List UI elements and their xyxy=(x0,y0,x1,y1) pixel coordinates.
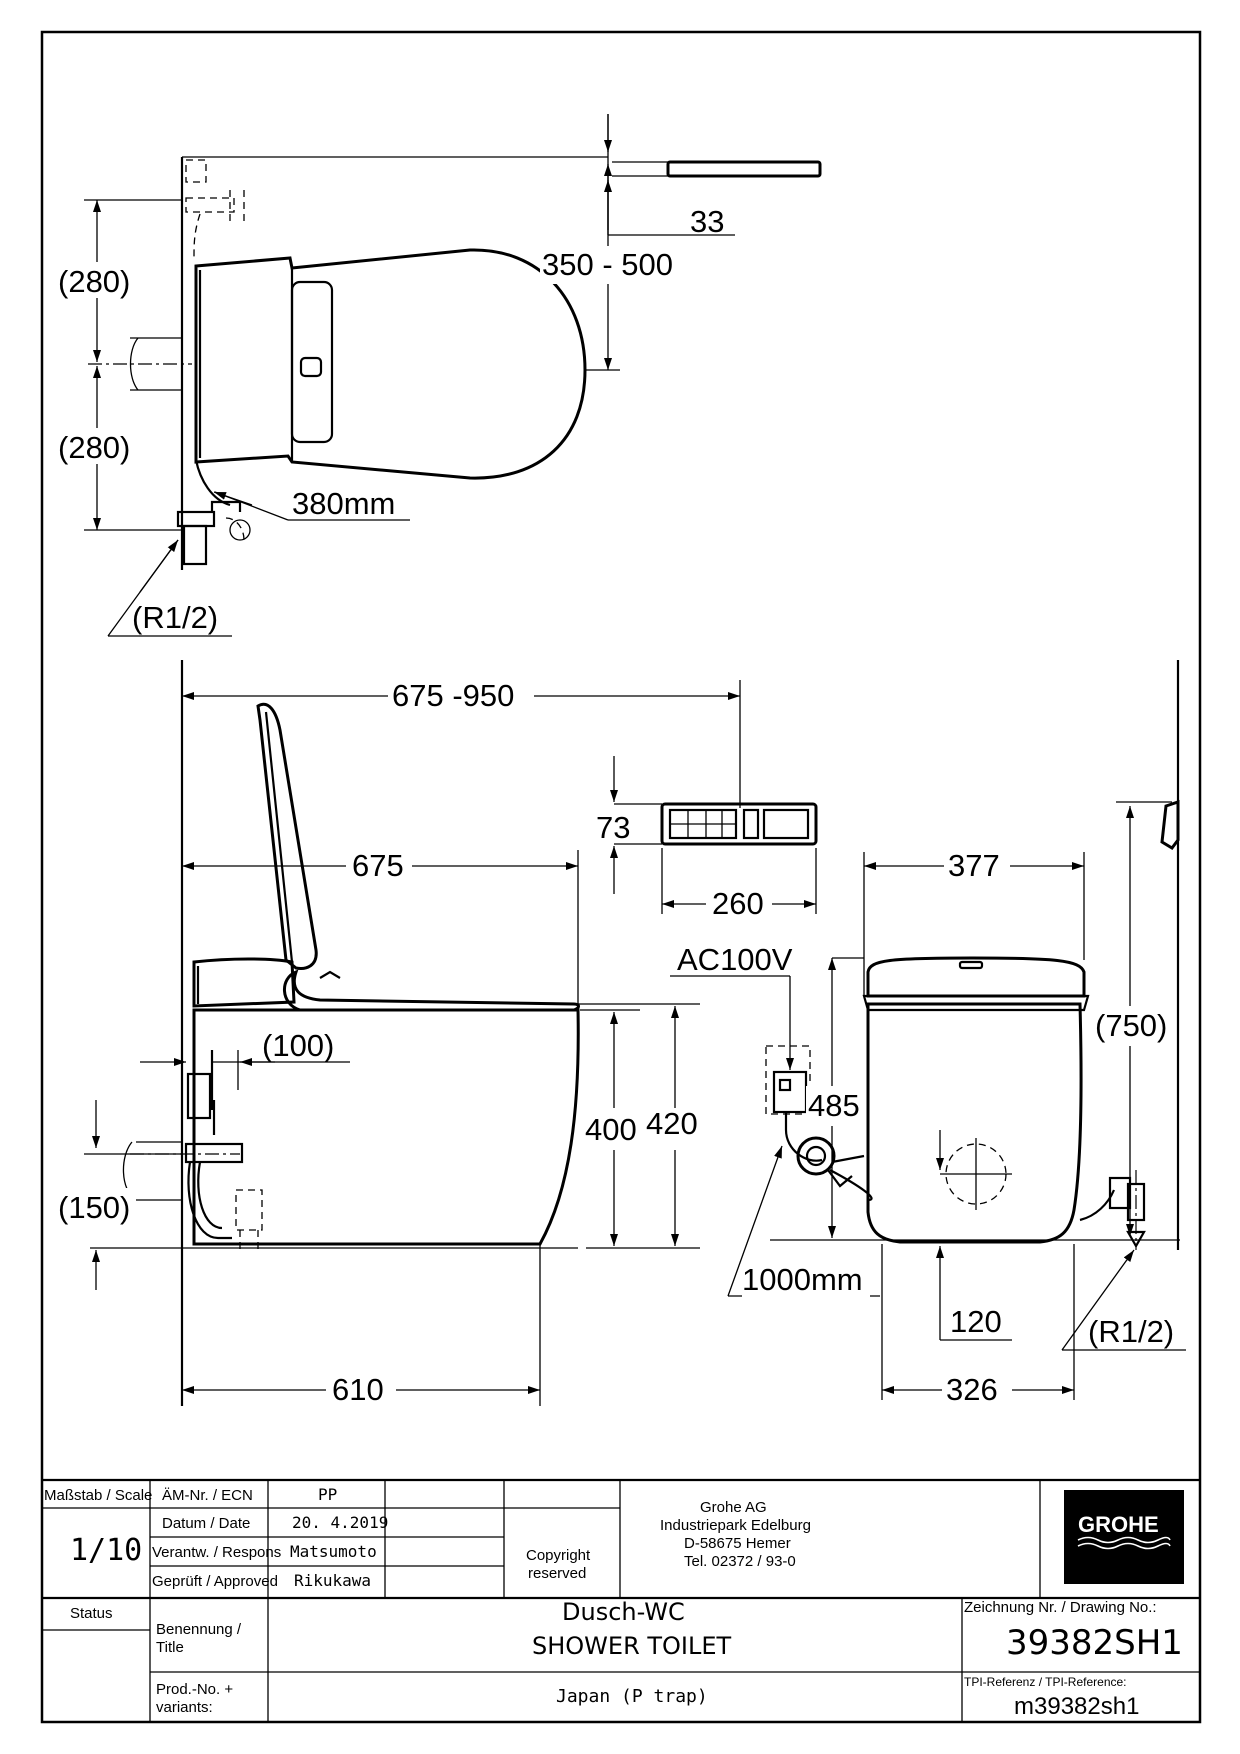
toilet-front-outline xyxy=(862,956,1090,1244)
dim-bowl-length: 675 xyxy=(352,848,404,883)
company-name: Grohe AG xyxy=(700,1499,767,1516)
scale-value: 1/10 xyxy=(70,1533,142,1568)
dim-base-length: 610 xyxy=(332,1372,384,1407)
dim-socket-height: 485 xyxy=(808,1088,860,1123)
tpi-label: TPI-Referenz / TPI-Reference: xyxy=(964,1675,1127,1689)
dim-rim-height: 400 xyxy=(585,1112,637,1147)
company-phone: Tel. 02372 / 93-0 xyxy=(684,1553,796,1570)
tpi-value: m39382sh1 xyxy=(1014,1693,1139,1720)
dim-outlet-height: (150) xyxy=(58,1190,130,1225)
side-view: (100) (150) 675 -950 675 400 420 610 xyxy=(56,660,818,1410)
toilet-side-outline xyxy=(192,702,580,1246)
drain-stub xyxy=(88,337,192,391)
dim-depth-range-side: 675 -950 xyxy=(392,678,514,713)
prod-value: Japan (P trap) xyxy=(556,1686,708,1707)
approved-label: Geprüft / Approved xyxy=(152,1573,278,1590)
side-supply-piping xyxy=(130,1050,263,1250)
drawing-no-label: Zeichnung Nr. / Drawing No.: xyxy=(964,1599,1157,1616)
sheet-border xyxy=(40,30,1202,1724)
title-value-de: Dusch-WC xyxy=(562,1598,685,1626)
dim-depth-range-plan: 350 - 500 xyxy=(542,247,673,282)
lower-valve xyxy=(176,500,251,566)
dim-thread-front: (R1/2) xyxy=(1088,1314,1174,1349)
responsible-label: Verantw. / Respons xyxy=(152,1544,281,1561)
toilet-plan-outline xyxy=(194,248,587,507)
front-right-valve xyxy=(1079,1170,1146,1250)
dim-remote-height: 73 xyxy=(596,810,630,845)
scale-label: Maßstab / Scale xyxy=(44,1487,152,1504)
dim-seat-thickness: 33 xyxy=(690,204,724,239)
svg-text:GROHE: GROHE xyxy=(1078,1512,1159,1537)
ecn-value: PP xyxy=(318,1485,337,1504)
dim-cable-length: 1000mm xyxy=(742,1262,863,1297)
dim-trap-offset: 120 xyxy=(950,1304,1002,1339)
date-value: 20. 4.2019 xyxy=(292,1513,388,1532)
dim-supply-offset: (100) xyxy=(262,1028,334,1063)
company-address-2: D-58675 Hemer xyxy=(684,1535,791,1552)
dim-overall-height: 420 xyxy=(646,1106,698,1141)
prod-label-1: Prod.-No. + xyxy=(156,1681,233,1698)
front-view: 377 (750) 485 AC100V 1000mm xyxy=(670,660,1186,1410)
company-address-1: Industriepark Edelburg xyxy=(660,1517,811,1534)
dim-remote-width: 260 xyxy=(712,886,764,921)
dim-upper-offset: (280) xyxy=(58,264,130,299)
dim-lid-height: (750) xyxy=(1095,1008,1167,1043)
copyright-line-2: reserved xyxy=(528,1565,586,1582)
title-value-en: SHOWER TOILET xyxy=(532,1632,732,1660)
label-power: AC100V xyxy=(677,942,793,977)
dim-thread-plan: (R1/2) xyxy=(132,600,218,635)
trap-crosshair xyxy=(936,1130,1012,1210)
copyright-line-1: Copyright xyxy=(526,1547,591,1564)
remote-control xyxy=(660,802,818,846)
ecn-label: ÄM-Nr. / ECN xyxy=(162,1487,253,1504)
date-label: Datum / Date xyxy=(162,1515,250,1532)
dim-hose-length: 380mm xyxy=(292,486,395,521)
dim-front-width: 377 xyxy=(948,848,1000,883)
title-label-1: Benennung / xyxy=(156,1621,242,1638)
dim-base-width: 326 xyxy=(946,1372,998,1407)
plan-view: 33 350 - 500 (280) (280) 380mm (R1/2) xyxy=(55,114,822,637)
approved-value: Rikukawa xyxy=(294,1571,371,1590)
status-label: Status xyxy=(70,1605,113,1622)
drawing-no-value: 39382SH1 xyxy=(1006,1623,1183,1663)
prod-label-2: variants: xyxy=(156,1699,213,1716)
responsible-value: Matsumoto xyxy=(290,1542,377,1561)
dim-lower-offset: (280) xyxy=(58,430,130,465)
grohe-logo: GROHE xyxy=(1064,1490,1184,1584)
title-block: Maßstab / Scale 1/10 ÄM-Nr. / ECN PP Dat… xyxy=(42,1478,1200,1722)
upper-valve-dashed xyxy=(185,159,245,259)
title-label-2: Title xyxy=(156,1639,184,1656)
